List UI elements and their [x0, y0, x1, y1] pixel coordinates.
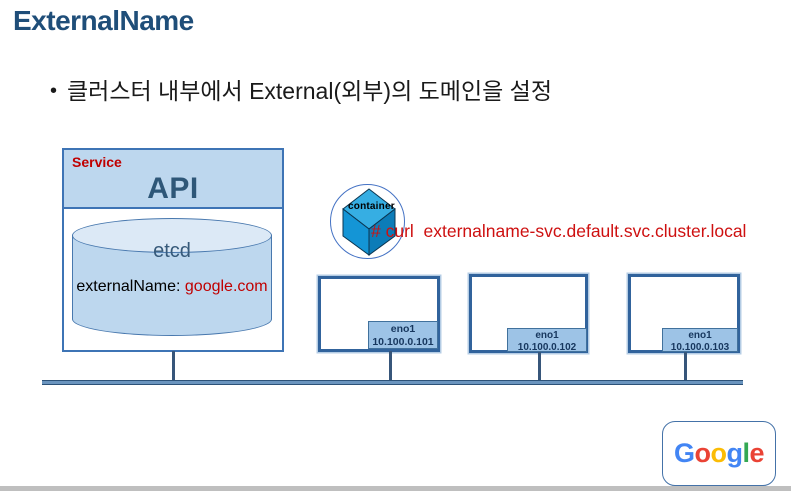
- nic-badge-3: eno1 10.100.0.103: [662, 328, 738, 353]
- connector-node-1: [389, 351, 392, 383]
- service-box-header: [62, 148, 284, 209]
- nic-ip: 10.100.0.102: [517, 342, 577, 353]
- connector-service: [172, 351, 175, 383]
- google-logo-letter: e: [749, 438, 765, 468]
- container-cube-icon: [342, 188, 396, 256]
- footer-bar: [0, 486, 791, 491]
- google-badge: Google: [662, 421, 776, 486]
- bullet-item: • 클러스터 내부에서 External(외부)의 도메인을 설정: [50, 72, 552, 106]
- page-title: ExternalName: [13, 5, 194, 36]
- externalname-key: externalName:: [76, 278, 181, 295]
- service-label: Service: [72, 154, 122, 170]
- google-logo: Google: [673, 438, 765, 469]
- google-logo-letter: l: [742, 438, 750, 468]
- nic-label: eno1: [390, 323, 416, 335]
- externalname-entry: externalName: google.com: [67, 278, 277, 296]
- network-bus-line: [42, 380, 743, 385]
- nic-label: eno1: [535, 330, 559, 341]
- etcd-label: etcd: [153, 240, 191, 262]
- nic-ip: 10.100.0.103: [670, 342, 730, 353]
- google-logo-letter: o: [710, 438, 727, 468]
- etcd-cylinder-top: [72, 218, 272, 253]
- google-logo-letter: g: [726, 438, 743, 468]
- bullet-marker: •: [50, 80, 58, 102]
- externalname-value: google.com: [184, 278, 268, 295]
- google-logo-letter: G: [673, 438, 695, 468]
- api-title: API: [147, 172, 199, 205]
- bullet-text: 클러스터 내부에서 External(외부)의 도메인을 설정: [67, 78, 552, 104]
- curl-command-text: # curl externalname-svc.default.svc.clus…: [371, 221, 747, 241]
- google-logo-letter: o: [694, 438, 711, 468]
- connector-node-2: [538, 352, 541, 383]
- connector-node-3: [684, 352, 687, 383]
- nic-badge-1: eno1 10.100.0.101: [368, 321, 438, 349]
- nic-label: eno1: [688, 330, 712, 341]
- nic-ip: 10.100.0.101: [372, 335, 434, 348]
- nic-badge-2: eno1 10.100.0.102: [507, 328, 587, 353]
- container-label: container: [348, 201, 395, 212]
